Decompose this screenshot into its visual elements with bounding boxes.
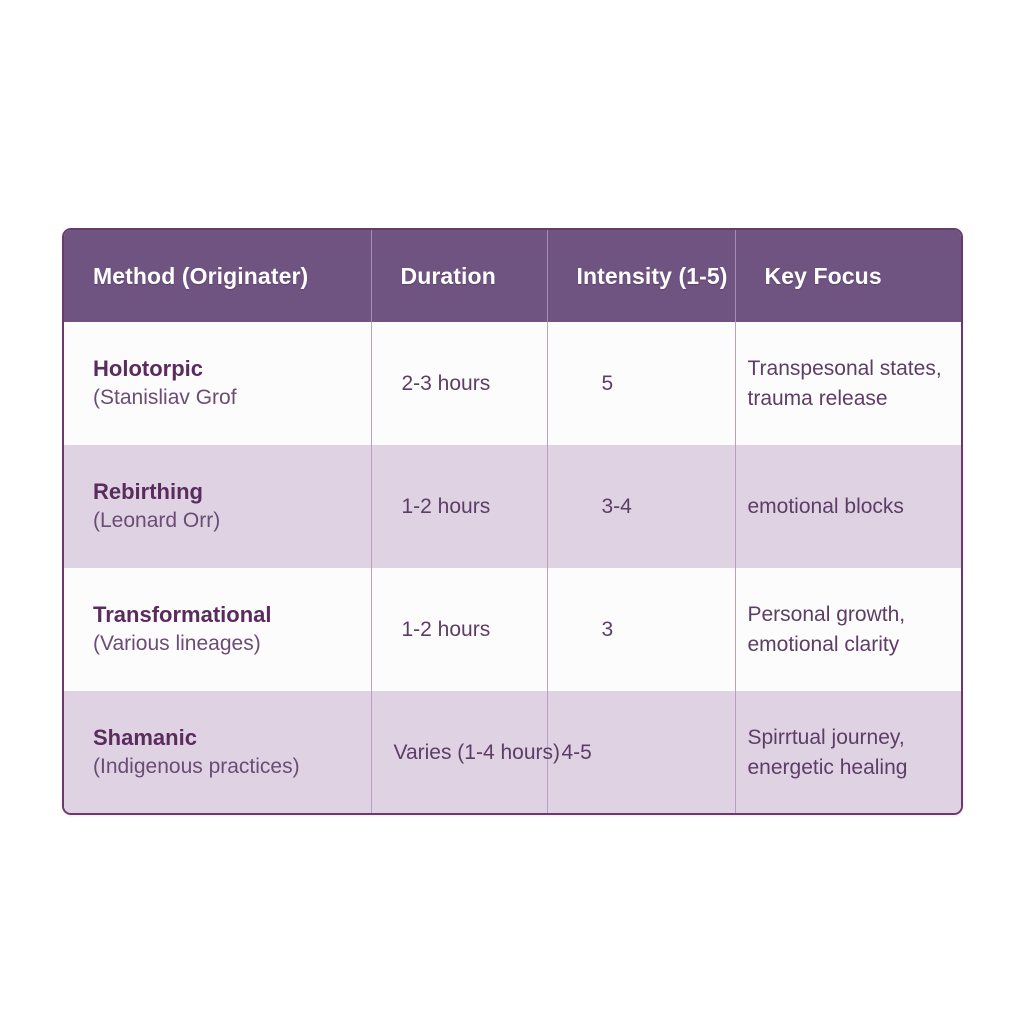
- table-row: Rebirthing (Leonard Orr) 1-2 hours 3-4 e…: [64, 445, 961, 568]
- key-focus-line-1: Transpesonal states,: [747, 356, 942, 380]
- table-row: Holotorpic (Stanisliav Grof 2-3 hours 5 …: [64, 322, 961, 445]
- method-originator: (Indigenous practices): [93, 755, 300, 779]
- method-name: Transformational: [93, 602, 272, 628]
- table-body: Holotorpic (Stanisliav Grof 2-3 hours 5 …: [64, 322, 961, 813]
- comparison-table-card: Method (Originater) Duration Intensity (…: [62, 228, 963, 815]
- method-name: Rebirthing: [93, 479, 203, 505]
- cell-method: Rebirthing (Leonard Orr): [64, 445, 372, 568]
- key-focus-line-1: emotional blocks: [747, 494, 904, 518]
- cell-key-focus: Personal growth, emotional clarity: [735, 568, 961, 691]
- column-header-duration: Duration: [371, 230, 548, 322]
- cell-duration: 2-3 hours: [371, 322, 548, 445]
- table-row: Shamanic (Indigenous practices) Varies (…: [64, 691, 961, 813]
- method-name: Shamanic: [93, 725, 197, 751]
- table-row: Transformational (Various lineages) 1-2 …: [64, 568, 961, 691]
- table-head: Method (Originater) Duration Intensity (…: [64, 230, 961, 322]
- method-originator: (Various lineages): [93, 632, 261, 656]
- key-focus-line-2: trauma release: [747, 386, 888, 410]
- cell-method: Holotorpic (Stanisliav Grof: [64, 322, 372, 445]
- cell-intensity: 3-4: [547, 445, 736, 568]
- cell-key-focus: Transpesonal states, trauma release: [735, 322, 961, 445]
- table-header-row: Method (Originater) Duration Intensity (…: [64, 230, 961, 322]
- cell-intensity: 4-5: [547, 691, 736, 813]
- column-header-key-focus: Key Focus: [764, 262, 882, 289]
- cell-duration: 1-2 hours: [371, 568, 548, 691]
- column-header-intensity: Intensity (1-5): [547, 230, 736, 322]
- method-originator: (Stanisliav Grof: [93, 386, 237, 410]
- cell-intensity: 5: [547, 322, 736, 445]
- method-name: Holotorpic: [93, 356, 203, 382]
- column-header-method: Method (Originater): [64, 230, 372, 322]
- cell-method: Shamanic (Indigenous practices): [64, 691, 372, 813]
- cell-duration: 1-2 hours: [371, 445, 548, 568]
- cell-intensity: 3: [547, 568, 736, 691]
- key-focus-line-1: Personal growth,: [747, 602, 906, 626]
- key-focus-line-2: energetic healing: [747, 755, 908, 779]
- cell-key-focus: Spirrtual journey, energetic healing: [735, 691, 961, 813]
- cell-key-focus: emotional blocks: [735, 445, 961, 568]
- cell-duration: Varies (1-4 hours): [371, 691, 560, 813]
- cell-method: Transformational (Various lineages): [64, 568, 372, 691]
- comparison-table: Method (Originater) Duration Intensity (…: [64, 230, 961, 813]
- key-focus-line-1: Spirrtual journey,: [747, 725, 905, 749]
- method-originator: (Leonard Orr): [93, 509, 221, 533]
- key-focus-line-2: emotional clarity: [747, 632, 900, 656]
